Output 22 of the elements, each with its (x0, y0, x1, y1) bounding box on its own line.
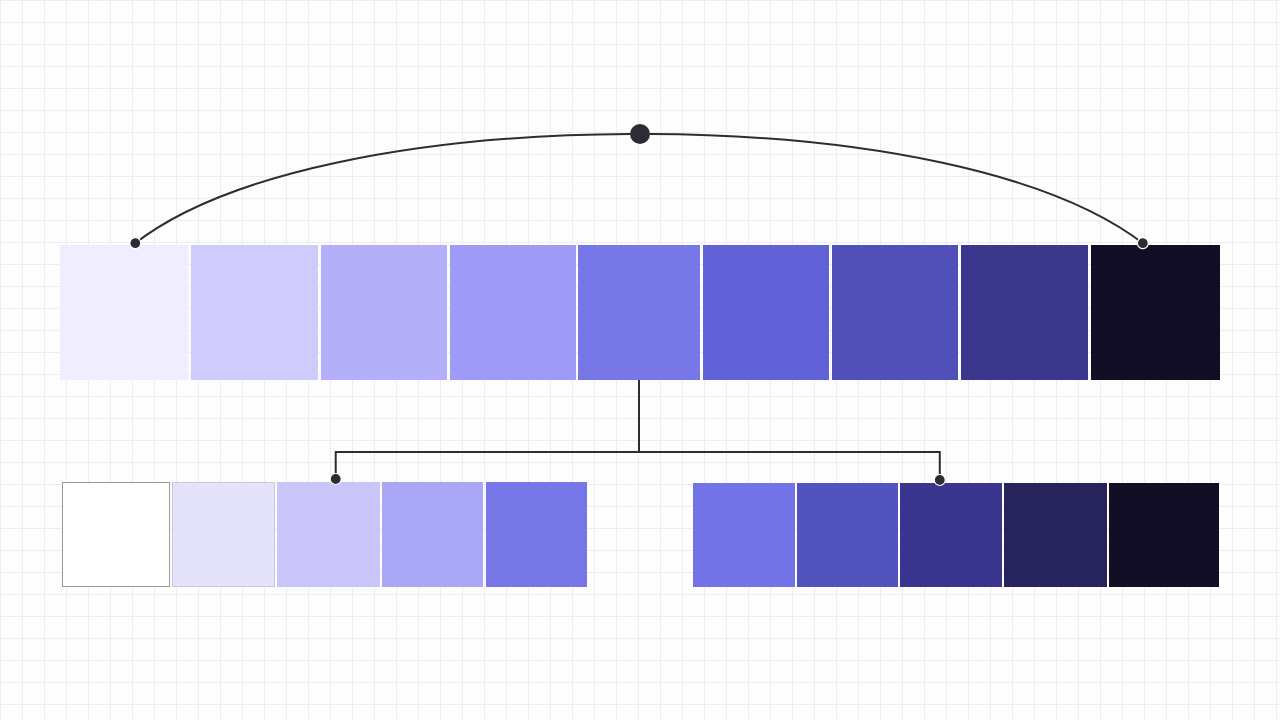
palette-swatch (60, 245, 188, 380)
palette-swatch (797, 483, 898, 587)
palette-swatch (1109, 483, 1219, 587)
palette-swatch (703, 245, 829, 380)
connector-line (129, 133, 631, 250)
palette-swatch (62, 482, 170, 587)
palette-swatch (486, 482, 587, 587)
palette-swatch (321, 245, 447, 380)
connector-line (649, 133, 1149, 250)
palette-swatch (832, 245, 958, 380)
palette-swatch (1091, 245, 1220, 380)
palette-swatch (191, 245, 318, 380)
palette-swatch (277, 482, 380, 587)
palette-swatch (693, 483, 795, 587)
junction-dot (630, 124, 650, 144)
palette-swatch (900, 483, 1002, 587)
palette-swatch (1004, 483, 1107, 587)
palette-swatch (578, 245, 700, 380)
palette-swatch (172, 482, 275, 587)
palette-swatch (382, 482, 483, 587)
palette-swatch (450, 245, 576, 380)
palette-swatch (961, 245, 1088, 380)
